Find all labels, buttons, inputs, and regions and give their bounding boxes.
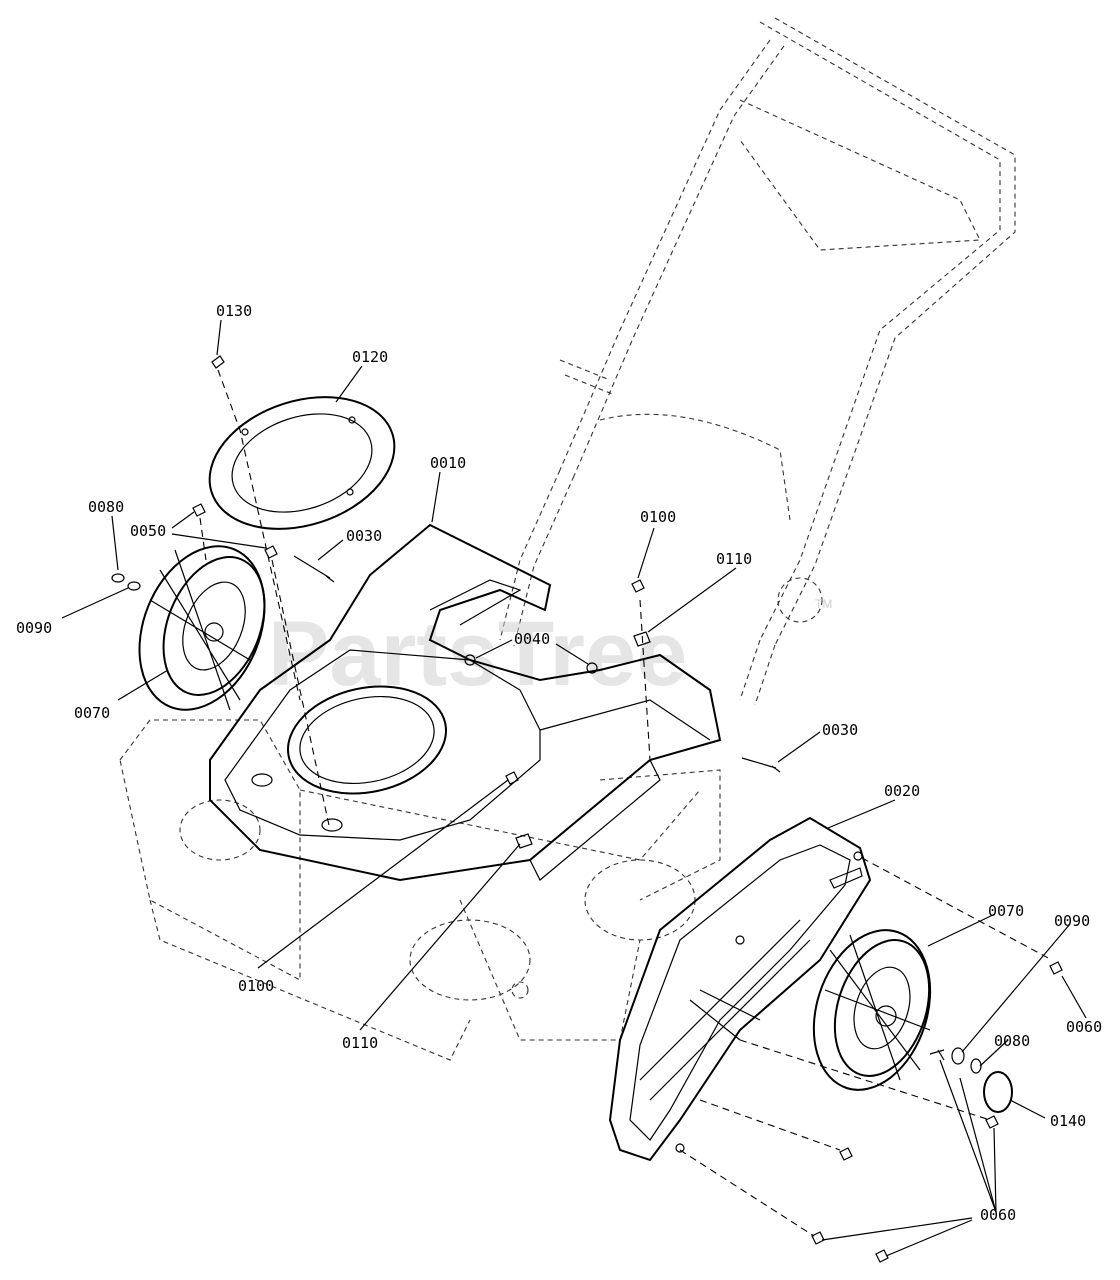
callout-0060-bottom: 0060 [980, 1206, 1016, 1224]
callout-0050: 0050 [130, 522, 166, 540]
callout-0040: 0040 [514, 630, 550, 648]
part-0070-wheel-left [138, 545, 266, 711]
assembly-lines [199, 369, 1053, 1237]
ghost-chassis [119, 719, 721, 1061]
callout-0090-left: 0090 [16, 619, 52, 637]
callout-0110-top: 0110 [716, 550, 752, 568]
part-0020-side-panel [608, 816, 872, 1162]
part-0120-plate [208, 396, 396, 530]
part-0130-screw [211, 355, 225, 369]
callout-labels: 0130 0120 0010 0080 0050 0030 0090 0070 … [16, 302, 1102, 1224]
callout-0100-bottom: 0100 [238, 977, 274, 995]
callout-0030-right: 0030 [822, 721, 858, 739]
callout-0080-right: 0080 [994, 1032, 1030, 1050]
watermark-text: PartsTree [268, 603, 687, 705]
callout-0130: 0130 [216, 302, 252, 320]
callout-0020: 0020 [884, 782, 920, 800]
callout-0100-top: 0100 [640, 508, 676, 526]
left-wheel-hardware [111, 503, 335, 591]
part-0010-housing [209, 523, 722, 882]
callout-0140: 0140 [1050, 1112, 1086, 1130]
leader-lines [61, 319, 1087, 1257]
callout-0110-bottom: 0110 [342, 1034, 378, 1052]
callout-0070-right: 0070 [988, 902, 1024, 920]
callout-0070-left: 0070 [74, 704, 110, 722]
callout-0060-right: 0060 [1066, 1018, 1102, 1036]
watermark: PartsTree TM [268, 597, 832, 705]
callout-0090-right: 0090 [1054, 912, 1090, 930]
part-0070-wheel-right [812, 929, 932, 1091]
small-hardware [464, 579, 781, 849]
callout-0010: 0010 [430, 454, 466, 472]
callout-0030-left: 0030 [346, 527, 382, 545]
callout-0120: 0120 [352, 348, 388, 366]
ghost-handle [499, 17, 1016, 706]
watermark-tm: TM [815, 597, 832, 611]
callout-0080-left: 0080 [88, 498, 124, 516]
right-wheel-hardware [811, 961, 1063, 1263]
